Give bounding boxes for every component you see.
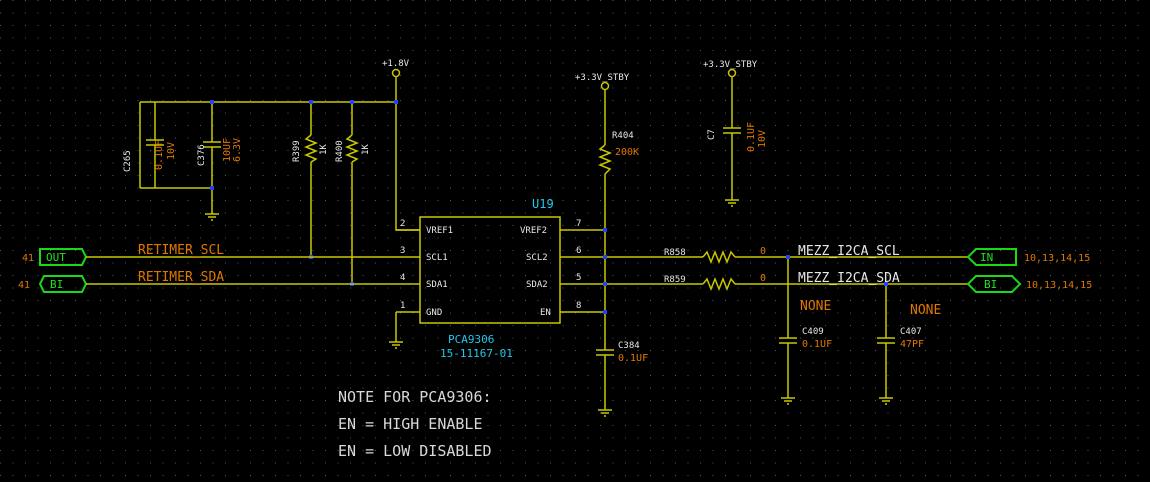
pin-sda1: SDA1 bbox=[426, 280, 448, 290]
power-1v8-label: +1.8V bbox=[382, 59, 410, 69]
ic-u19[interactable]: U19 2 VREF1 3 SCL1 4 SDA1 1 GND 7 VREF2 … bbox=[396, 197, 605, 360]
r859-val: 0 bbox=[760, 273, 766, 284]
pin-gnd: GND bbox=[426, 308, 442, 318]
pin-num-1: 1 bbox=[400, 301, 405, 311]
port-in[interactable]: IN 10,13,14,15 bbox=[966, 248, 1090, 266]
ground-symbol bbox=[598, 409, 612, 417]
pin-num-3: 3 bbox=[400, 246, 405, 256]
capacitor-c384[interactable]: C384 0.1UF bbox=[596, 341, 648, 410]
c376-val1: 10UF bbox=[222, 138, 233, 162]
power-1v8[interactable]: +1.8V bbox=[382, 59, 410, 102]
c407-ref: C407 bbox=[900, 327, 922, 337]
c265-ref: C265 bbox=[123, 150, 133, 172]
pin-en: EN bbox=[540, 308, 551, 318]
pin-num-8: 8 bbox=[576, 301, 581, 311]
capacitor-c265[interactable]: C265 0.1UF 10V bbox=[123, 102, 177, 188]
pin-sda2: SDA2 bbox=[526, 280, 548, 290]
pin-vref1: VREF1 bbox=[426, 226, 453, 236]
capacitor-c7[interactable]: C7 0.1UF 10V bbox=[707, 76, 768, 200]
c265-val1: 0.1UF bbox=[154, 140, 165, 170]
r399-ref: R399 bbox=[292, 140, 302, 162]
u19-pn: 15-11167-01 bbox=[440, 347, 513, 360]
note-line-2: EN = HIGH ENABLE bbox=[338, 415, 483, 433]
ground-symbol bbox=[879, 397, 893, 405]
ground-symbol bbox=[781, 397, 795, 405]
r858-ref: R858 bbox=[664, 248, 686, 258]
net-mezz-sda: MEZZ_I2CA_SDA bbox=[798, 271, 900, 286]
r404-val: 200K bbox=[615, 147, 639, 158]
pin-scl1: SCL1 bbox=[426, 253, 448, 263]
r858-val: 0 bbox=[760, 246, 766, 257]
pin-vref2: VREF2 bbox=[520, 226, 547, 236]
net-none-2: NONE bbox=[910, 303, 941, 318]
c376-ref: C376 bbox=[197, 144, 207, 166]
capacitor-c409[interactable]: C409 0.1UF bbox=[779, 257, 832, 398]
c384-ref: C384 bbox=[618, 341, 640, 351]
port-out-label: OUT bbox=[46, 251, 66, 264]
pin-num-4: 4 bbox=[400, 273, 405, 283]
resistor-r399[interactable]: R399 1K bbox=[292, 102, 329, 257]
c384-val: 0.1UF bbox=[618, 353, 648, 364]
power-3v3-a-label: +3.3V_STBY bbox=[575, 73, 630, 83]
net-mezz-scl: MEZZ_I2CA_SCL bbox=[798, 244, 900, 259]
port-bi-right[interactable]: BI 10,13,14,15 bbox=[966, 275, 1092, 293]
r400-ref: R400 bbox=[335, 140, 345, 162]
c7-ref: C7 bbox=[707, 129, 717, 140]
c7-val2: 10V bbox=[757, 130, 768, 148]
r400-val: 1K bbox=[361, 144, 371, 155]
pin-num-7: 7 bbox=[576, 219, 581, 229]
ground-symbol bbox=[389, 341, 403, 349]
pin-num-6: 6 bbox=[576, 246, 581, 256]
pin-num-2: 2 bbox=[400, 219, 405, 229]
note-line-3: EN = LOW DISABLED bbox=[338, 442, 492, 460]
port-out[interactable]: OUT 41 bbox=[22, 248, 88, 266]
ground-symbol bbox=[205, 213, 219, 221]
port-bi-left[interactable]: BI 41 bbox=[18, 275, 88, 293]
note-block: NOTE FOR PCA9306: EN = HIGH ENABLE EN = … bbox=[338, 388, 492, 460]
port-out-page: 41 bbox=[22, 253, 34, 264]
note-line-1: NOTE FOR PCA9306: bbox=[338, 388, 492, 406]
u19-part: PCA9306 bbox=[448, 333, 494, 346]
net-retimer-sda: RETIMER_SDA bbox=[138, 270, 224, 285]
port-bi-left-label: BI bbox=[50, 278, 63, 291]
pin-num-5: 5 bbox=[576, 273, 581, 283]
c7-val1: 0.1UF bbox=[746, 122, 757, 152]
r404-ref: R404 bbox=[612, 131, 634, 141]
resistor-r858[interactable]: R858 0 bbox=[664, 246, 766, 265]
c265-val2: 10V bbox=[166, 142, 177, 160]
port-bi-right-label: BI bbox=[984, 278, 997, 291]
u19-ref: U19 bbox=[532, 197, 554, 211]
ground-symbol bbox=[725, 199, 739, 207]
port-in-pages: 10,13,14,15 bbox=[1024, 253, 1090, 264]
pin-scl2: SCL2 bbox=[526, 253, 548, 263]
capacitor-c376[interactable]: C376 10UF 6.3V bbox=[197, 102, 243, 214]
c407-val: 47PF bbox=[900, 339, 924, 350]
port-in-label: IN bbox=[980, 251, 993, 264]
resistor-r400[interactable]: R400 1K bbox=[335, 102, 371, 284]
r399-val: 1K bbox=[319, 144, 329, 155]
power-3v3-b-label: +3.3V_STBY bbox=[703, 60, 758, 70]
c376-val2: 6.3V bbox=[232, 138, 243, 162]
resistor-r859[interactable]: R859 0 bbox=[664, 273, 766, 292]
c409-val: 0.1UF bbox=[802, 339, 832, 350]
resistor-r404[interactable]: R404 200K bbox=[597, 131, 639, 175]
c409-ref: C409 bbox=[802, 327, 824, 337]
port-bi-right-pages: 10,13,14,15 bbox=[1026, 280, 1092, 291]
net-none-1: NONE bbox=[800, 299, 831, 314]
capacitor-c407[interactable]: C407 47PF bbox=[877, 284, 924, 398]
r859-ref: R859 bbox=[664, 275, 686, 285]
net-retimer-scl: RETIMER_SCL bbox=[138, 243, 224, 258]
port-bi-left-page: 41 bbox=[18, 280, 30, 291]
